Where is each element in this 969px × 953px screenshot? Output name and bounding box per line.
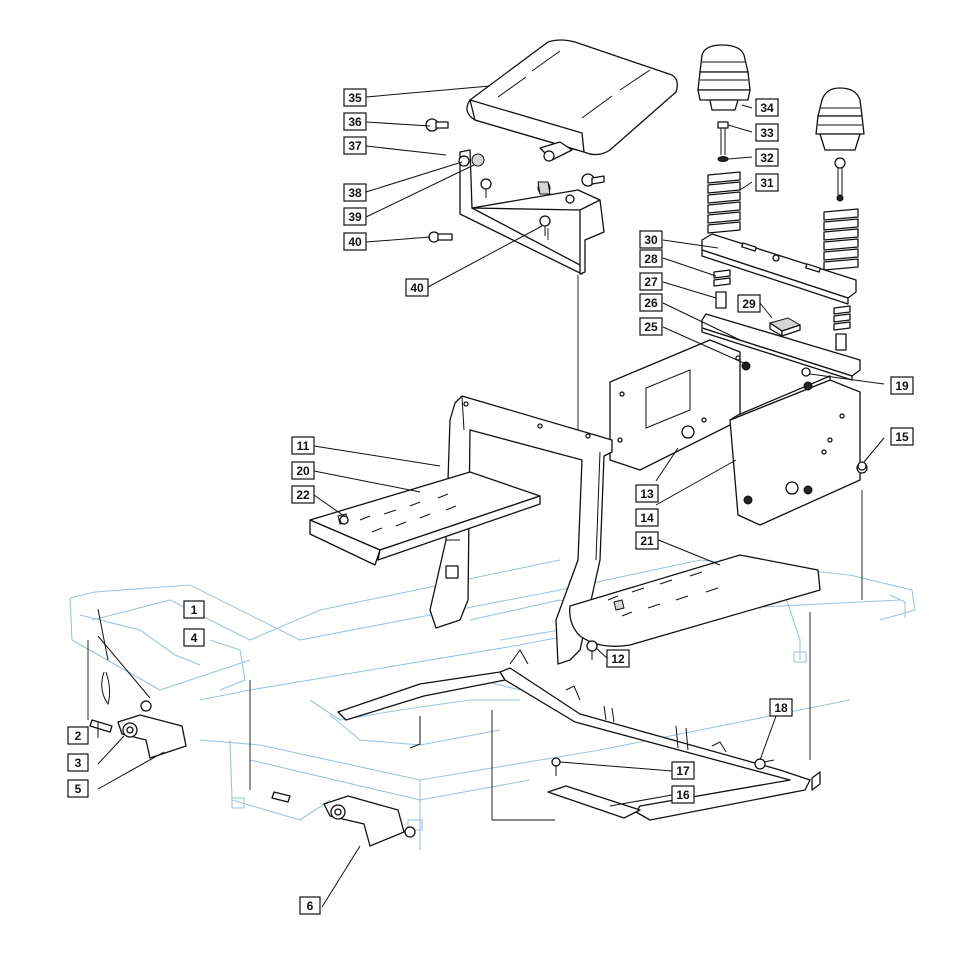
callout-5: 5: [67, 779, 89, 798]
callout-28: 28: [639, 249, 663, 268]
svg-text:34: 34: [760, 101, 774, 115]
rear-panel: [609, 339, 751, 471]
callout-40-lower: 40: [405, 278, 429, 297]
svg-text:13: 13: [640, 487, 654, 501]
svg-text:12: 12: [611, 652, 625, 666]
svg-text:40: 40: [410, 281, 424, 295]
svg-text:21: 21: [640, 534, 654, 548]
bolts-washers: [717, 121, 729, 162]
callout-16: 16: [671, 785, 695, 804]
callout-22: 22: [291, 485, 315, 504]
bent-tube: [337, 649, 821, 821]
svg-text:3: 3: [75, 756, 82, 770]
seat-bracket: [425, 118, 605, 275]
callout-30: 30: [639, 230, 663, 249]
callout-3: 3: [67, 753, 89, 772]
callout-1: 1: [183, 600, 205, 619]
svg-text:27: 27: [644, 275, 658, 289]
callout-4: 4: [183, 628, 205, 647]
svg-text:11: 11: [297, 439, 310, 453]
svg-text:28: 28: [644, 252, 658, 266]
svg-text:38: 38: [348, 186, 362, 200]
svg-text:2: 2: [75, 729, 82, 743]
svg-text:22: 22: [296, 488, 310, 502]
svg-text:1: 1: [191, 603, 198, 617]
svg-text:25: 25: [644, 320, 658, 334]
callout-labels: 1 2 3 4 5 6 11 12 13 14 15 16 17 18 19 2…: [67, 88, 914, 915]
callout-18: 18: [769, 698, 793, 717]
slide-rail-top: [701, 233, 857, 305]
svg-text:5: 5: [75, 782, 82, 796]
svg-text:15: 15: [895, 430, 909, 444]
svg-text:37: 37: [348, 139, 362, 153]
callout-15: 15: [890, 427, 914, 446]
callout-2: 2: [67, 726, 89, 745]
callout-21: 21: [635, 531, 659, 550]
svg-text:36: 36: [348, 115, 362, 129]
callout-34: 34: [755, 98, 779, 117]
callout-38: 38: [343, 183, 367, 202]
screws: [339, 367, 867, 776]
arch-frame: [429, 395, 613, 665]
callout-35: 35: [343, 88, 367, 107]
svg-text:26: 26: [644, 296, 658, 310]
bracket-left: [89, 671, 187, 759]
svg-text:33: 33: [760, 126, 774, 140]
svg-text:31: 31: [760, 176, 774, 190]
svg-text:20: 20: [296, 464, 310, 478]
callout-32: 32: [755, 148, 779, 167]
callout-31: 31: [755, 173, 779, 192]
callout-19: 19: [890, 376, 914, 395]
callout-12: 12: [606, 649, 630, 668]
callout-36: 36: [343, 112, 367, 131]
bracket-right: [271, 791, 416, 847]
callout-39: 39: [343, 207, 367, 226]
springs: [707, 171, 859, 271]
callout-11: 11: [291, 436, 315, 455]
svg-text:18: 18: [774, 701, 788, 715]
svg-text:4: 4: [191, 631, 198, 645]
callout-14: 14: [635, 508, 659, 527]
callout-17: 17: [671, 761, 695, 780]
callout-13: 13: [635, 484, 659, 503]
callout-40-upper: 40: [343, 232, 367, 251]
bellows: [697, 44, 865, 202]
leader-lines: [97, 85, 885, 908]
svg-text:30: 30: [644, 233, 658, 247]
svg-text:17: 17: [676, 764, 690, 778]
callout-29: 29: [737, 294, 761, 313]
svg-text:14: 14: [640, 511, 654, 525]
callout-27: 27: [639, 272, 663, 291]
svg-text:6: 6: [307, 899, 314, 913]
side-panel: [729, 375, 868, 526]
callout-26: 26: [639, 293, 663, 312]
left-footrest: [309, 471, 541, 566]
svg-text:39: 39: [348, 210, 362, 224]
callout-25: 25: [639, 317, 663, 336]
assembly-axes: [87, 228, 863, 821]
svg-text:32: 32: [760, 151, 774, 165]
callout-20: 20: [291, 461, 315, 480]
seat-pan: [466, 39, 678, 162]
right-footrest: [569, 554, 821, 660]
seat-switch: [768, 317, 802, 337]
callout-33: 33: [755, 123, 779, 142]
svg-text:19: 19: [895, 379, 909, 393]
svg-text:29: 29: [742, 297, 756, 311]
svg-text:35: 35: [348, 91, 362, 105]
callout-6: 6: [299, 896, 321, 915]
callout-37: 37: [343, 136, 367, 155]
svg-text:16: 16: [676, 788, 690, 802]
svg-text:40: 40: [348, 235, 362, 249]
small-springs: [713, 269, 851, 351]
